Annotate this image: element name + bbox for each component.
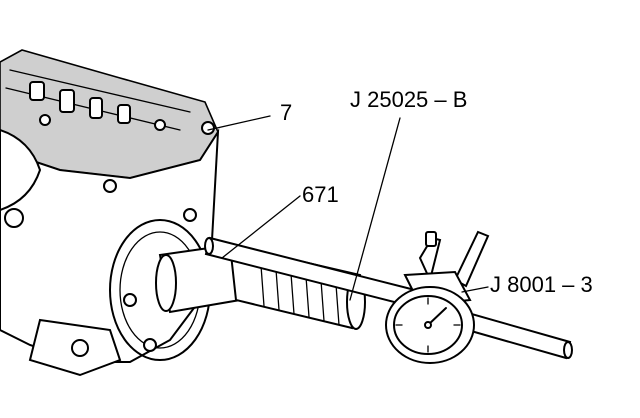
- callout-adapter-tool: J 25025 – B: [350, 87, 467, 112]
- leader-lines: [207, 115, 489, 301]
- dial-needle: [427, 307, 447, 326]
- callout-shaft: 671: [302, 182, 339, 207]
- callout-dial-indicator: J 8001 – 3: [490, 272, 593, 297]
- dial-ticks: [395, 297, 461, 353]
- case-bolts: [4, 121, 215, 352]
- dial-indicator: [385, 230, 573, 364]
- callout-housing: 7: [280, 100, 292, 125]
- transmission-case: [0, 49, 220, 377]
- case-top-bosses: [29, 81, 166, 131]
